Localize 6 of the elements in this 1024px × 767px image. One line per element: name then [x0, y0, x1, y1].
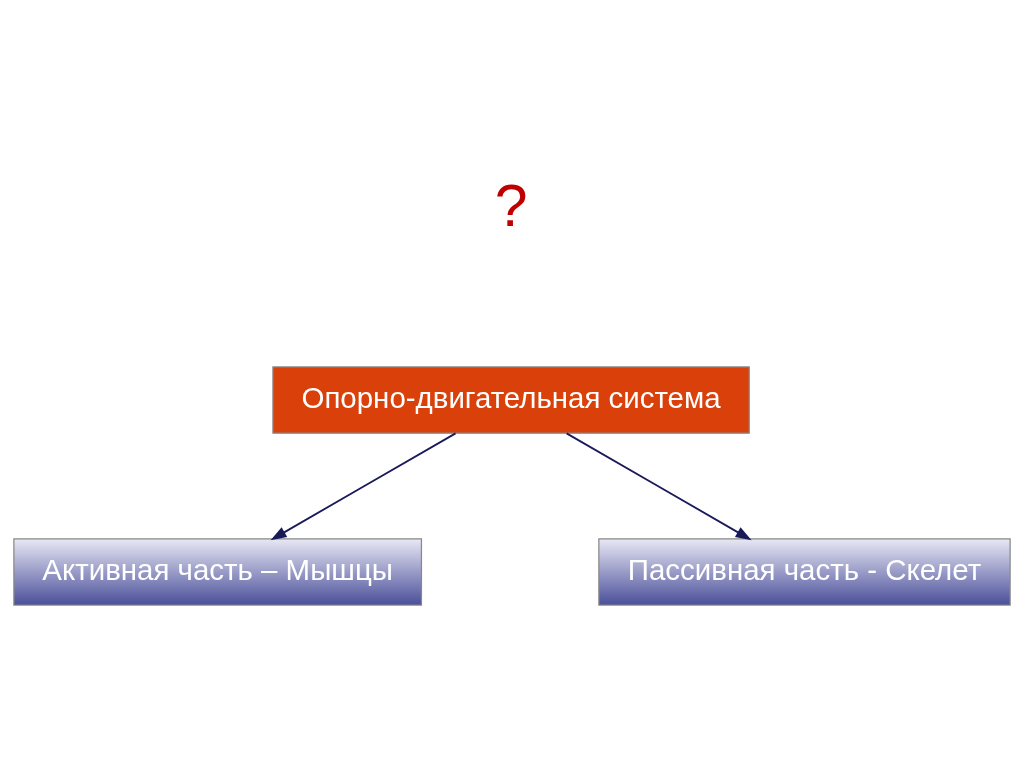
node-box: Активная часть – Мышцы	[13, 538, 423, 606]
node-box: Опорно-двигательная система	[272, 366, 750, 434]
label: ?	[494, 173, 528, 239]
node-box: Пассивная часть - Скелет	[598, 538, 1011, 606]
arrow	[270, 432, 457, 541]
arrow	[565, 432, 752, 541]
